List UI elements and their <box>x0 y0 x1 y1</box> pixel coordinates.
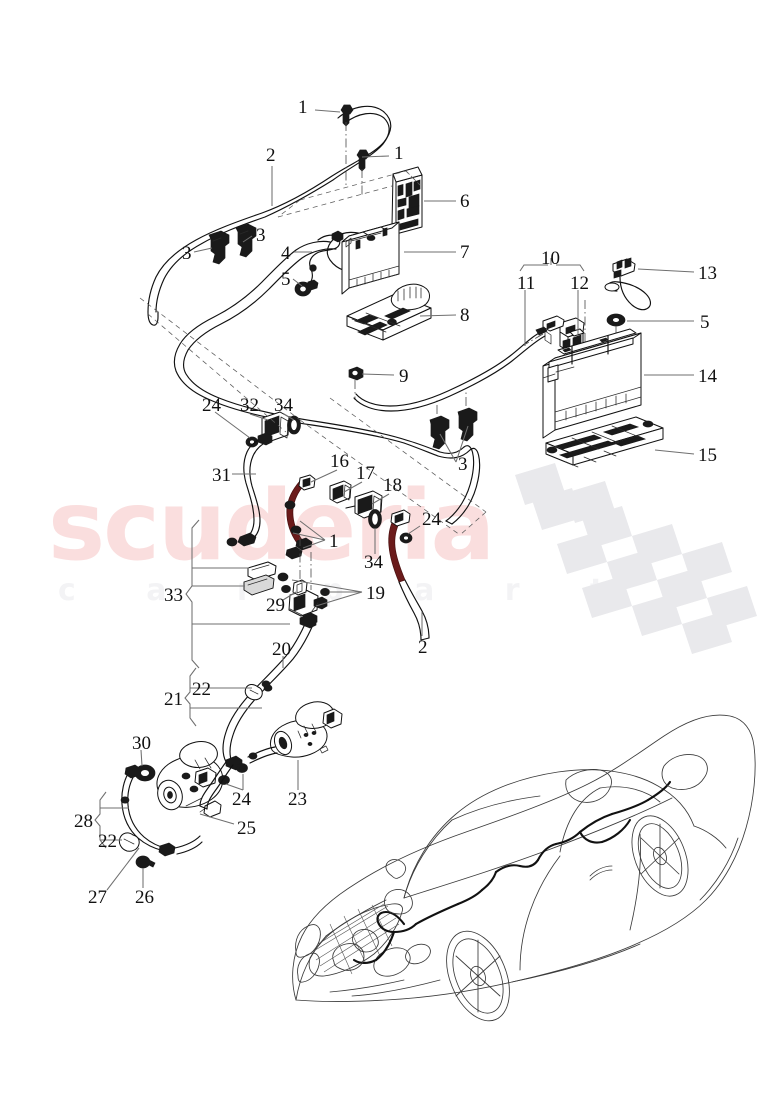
callout-3-c: 3 <box>458 454 468 475</box>
part-15-main-tray <box>545 416 664 468</box>
callout-24-c: 24 <box>232 789 251 810</box>
callout-2-lower: 2 <box>418 637 428 658</box>
part-30-eyelet <box>134 764 156 782</box>
clamp-1-mid <box>356 149 370 172</box>
callout-32: 32 <box>240 395 259 416</box>
callout-6: 6 <box>460 191 470 212</box>
callout-19: 19 <box>366 583 385 604</box>
part-24-nut-b <box>399 532 413 544</box>
part-23-starter-motor <box>269 701 343 758</box>
callout-34-b: 34 <box>364 552 383 573</box>
part-34-seal-b <box>368 509 382 529</box>
callout-34-a: 34 <box>274 395 293 416</box>
callout-17: 17 <box>356 463 375 484</box>
callout-22-a: 22 <box>192 679 211 700</box>
clamp-1-top <box>340 104 354 127</box>
callout-33: 33 <box>164 585 183 606</box>
clip-3-a <box>208 230 230 265</box>
starter-cable-branch <box>199 746 278 810</box>
clip-3-d <box>457 407 478 442</box>
callout-25: 25 <box>237 818 256 839</box>
callout-1-top: 1 <box>298 97 308 118</box>
callout-16: 16 <box>330 451 349 472</box>
part-7-auxiliary-battery <box>341 221 400 295</box>
callout-8: 8 <box>460 305 470 326</box>
part-2-lower-hose <box>388 509 430 641</box>
part-4-sensor-lead <box>305 230 344 291</box>
callout-5-b: 5 <box>700 312 710 333</box>
part-34-seal-a <box>287 415 301 435</box>
vehicle-illustration <box>292 714 756 1022</box>
callout-9: 9 <box>399 366 409 387</box>
callout-3-b: 3 <box>256 225 266 246</box>
part-9-eyelet <box>348 366 364 381</box>
callout-1-mid: 1 <box>394 143 404 164</box>
part-5-nut-a <box>294 281 312 297</box>
callout-3-a: 3 <box>182 243 192 264</box>
callout-13: 13 <box>698 263 717 284</box>
callout-2-top: 2 <box>266 145 276 166</box>
callout-12: 12 <box>570 273 589 294</box>
callout-20: 20 <box>272 639 291 660</box>
callout-23: 23 <box>288 789 307 810</box>
part-25-alternator <box>156 741 224 818</box>
part-16-bracket-cable <box>284 474 316 560</box>
part-13-positive-clamp <box>604 257 652 311</box>
callout-29: 29 <box>266 595 285 616</box>
callout-10: 10 <box>541 248 560 269</box>
part-31-cable <box>226 432 273 547</box>
callout-4: 4 <box>281 243 291 264</box>
part-22-grommet-b <box>118 832 140 852</box>
callout-11: 11 <box>517 273 536 294</box>
callout-31: 31 <box>212 465 231 486</box>
part-5-nut-b <box>606 313 626 327</box>
callout-22-b: 22 <box>98 831 117 852</box>
part-11-negative-cable <box>353 326 548 412</box>
callout-24-b: 24 <box>422 509 441 530</box>
part-26-bolt <box>135 855 156 869</box>
callout-24-a: 24 <box>202 395 221 416</box>
callout-21: 21 <box>164 689 183 710</box>
part-14-main-battery <box>542 328 642 439</box>
callout-18: 18 <box>383 475 402 496</box>
part-33-bracket-set <box>243 561 289 596</box>
callout-5-a: 5 <box>281 269 291 290</box>
callout-14: 14 <box>698 366 717 387</box>
callout-30: 30 <box>132 733 151 754</box>
callout-28: 28 <box>74 811 93 832</box>
callout-1-lower: 1 <box>329 531 339 552</box>
callout-15: 15 <box>698 445 717 466</box>
callout-7: 7 <box>460 242 470 263</box>
callout-26: 26 <box>135 887 154 908</box>
part-8-battery-tray <box>346 283 432 341</box>
callout-27: 27 <box>88 887 107 908</box>
part-17-connector-small <box>329 480 352 504</box>
